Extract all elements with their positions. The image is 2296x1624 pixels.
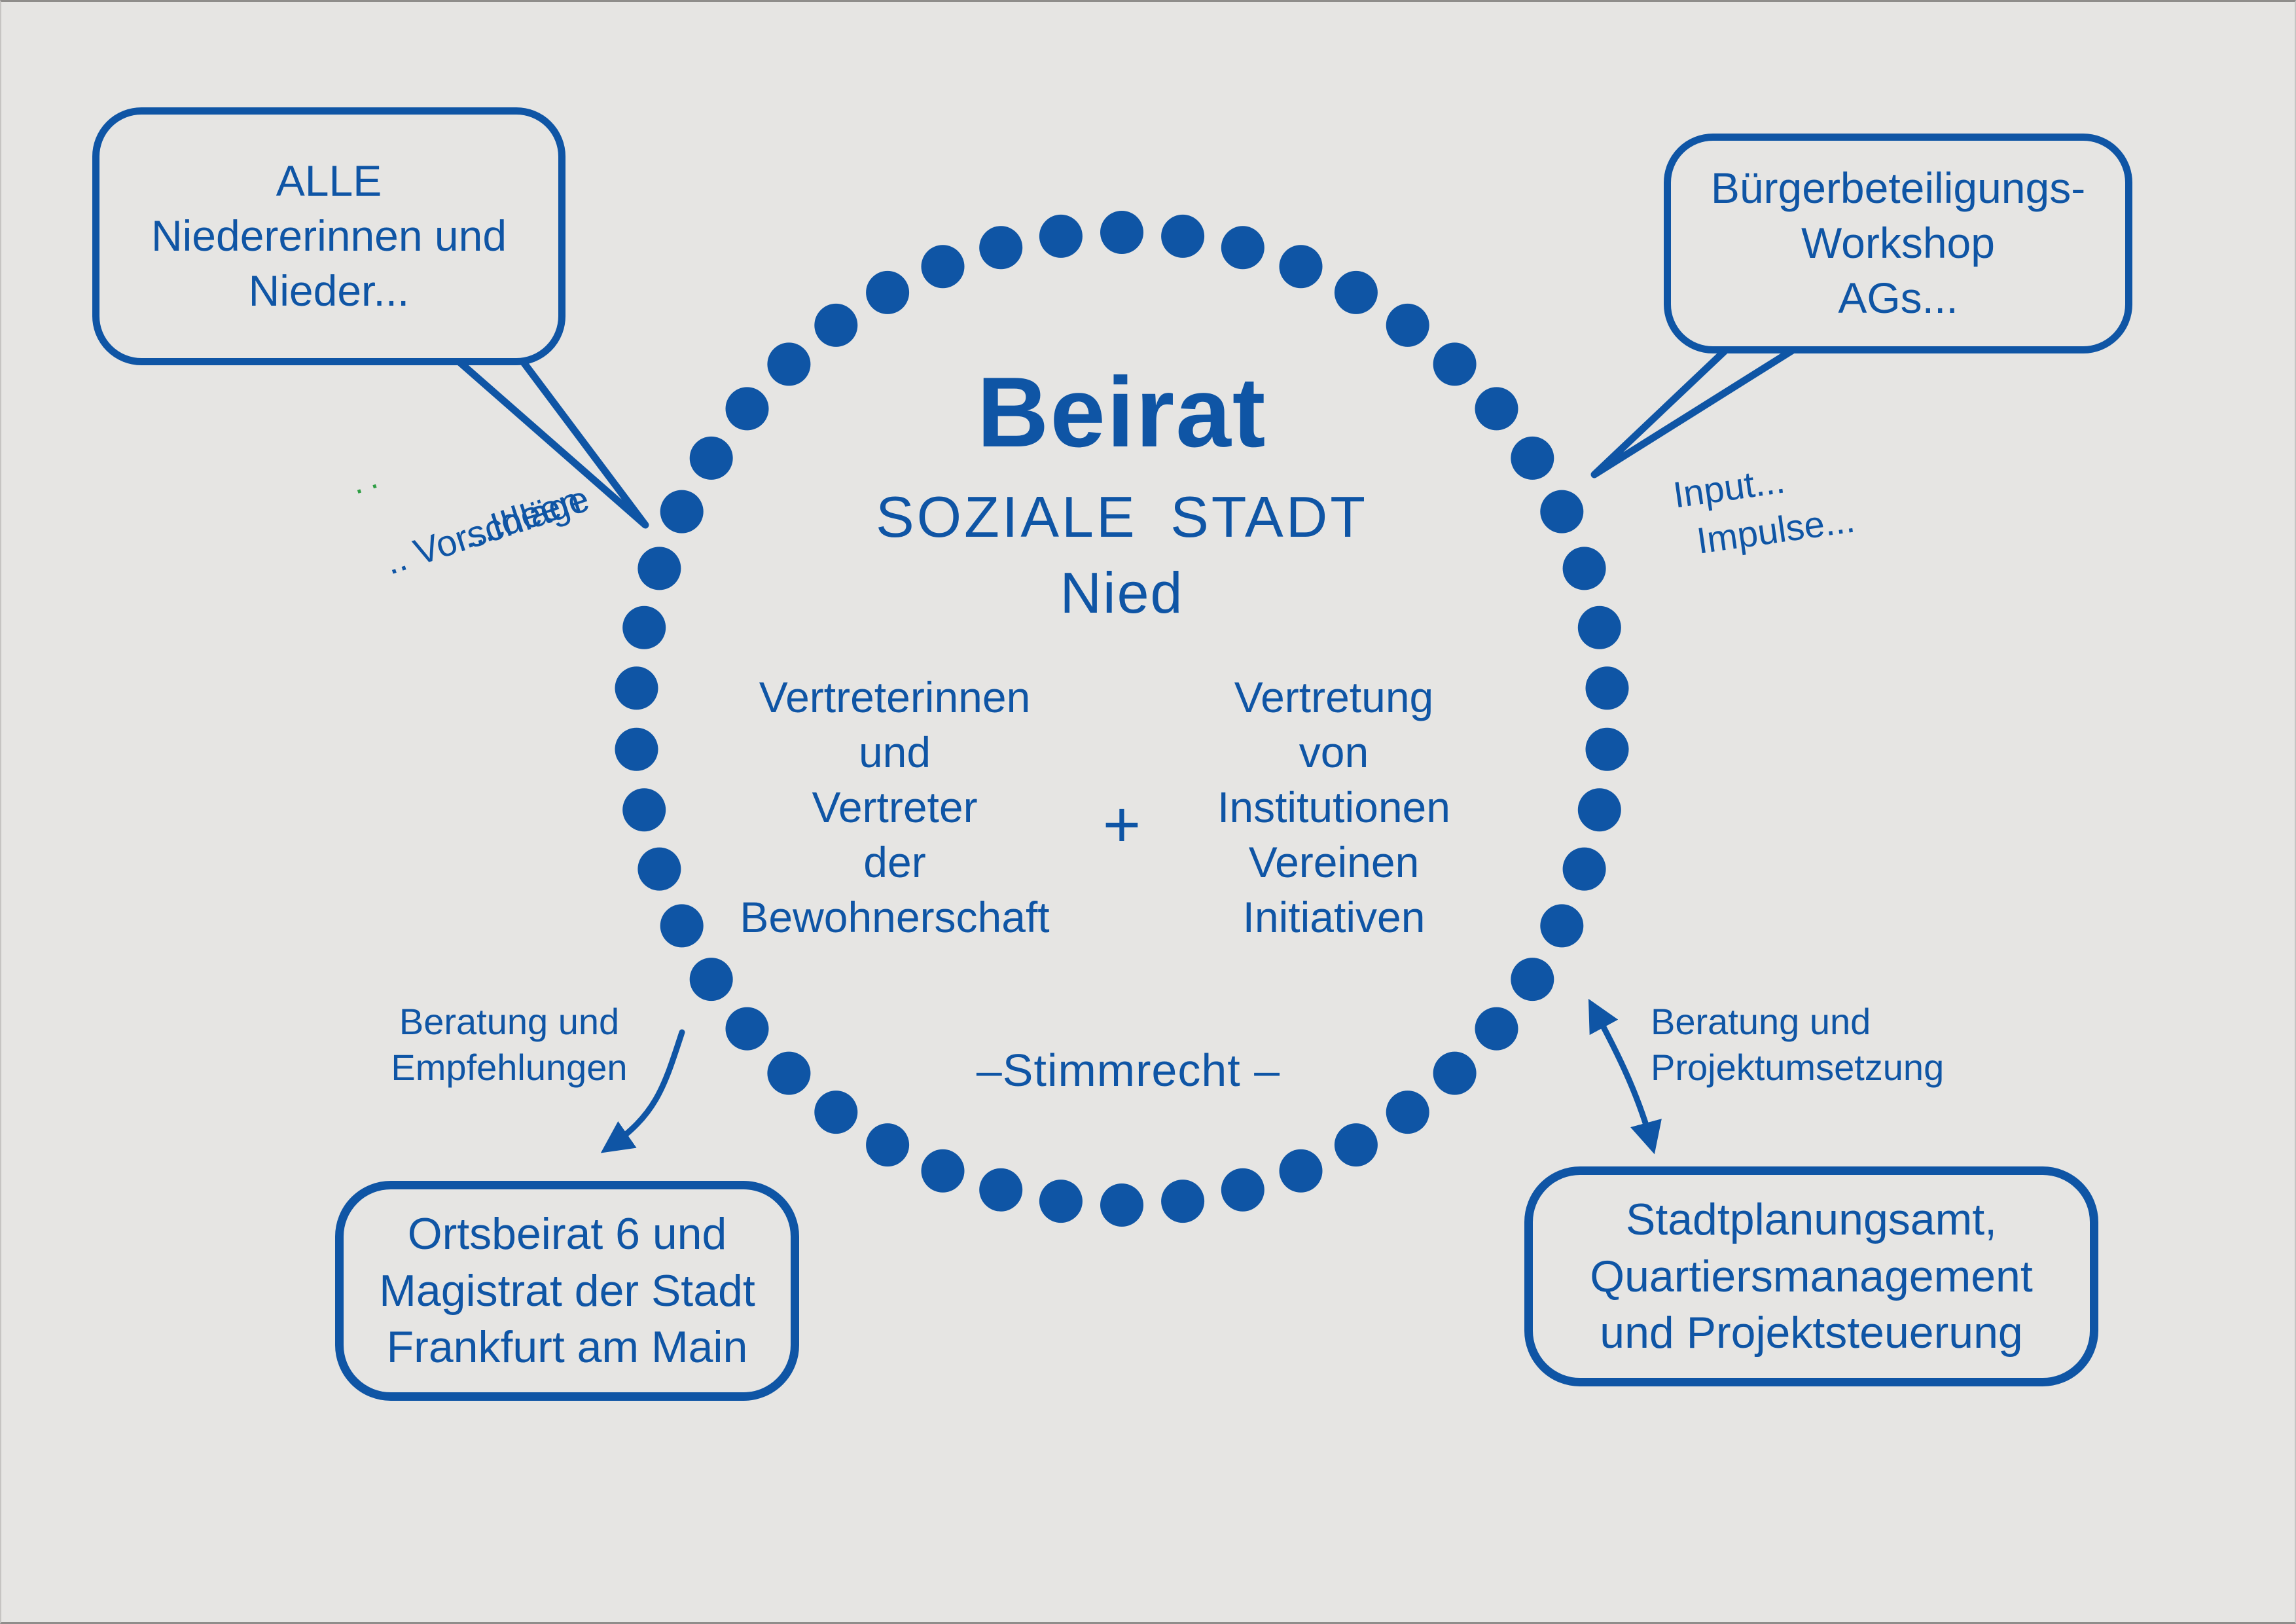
ring-dot (615, 666, 658, 710)
institutions-line: Initiativen (1242, 893, 1426, 941)
ring-dot (979, 226, 1023, 270)
speech-bubble-workshops: Bürgerbeteiligungs- Workshop AGs... (1664, 134, 2132, 353)
bubble-line: Workshop (1801, 219, 1995, 268)
ring-dot (866, 1123, 910, 1167)
ring-dot (1039, 1180, 1083, 1223)
ring-dot (615, 727, 658, 771)
ring-dot (1475, 1007, 1518, 1051)
speech-bubble-residents: ALLE Niedererinnen und Nieder... (92, 107, 565, 365)
institutions-line: Vertretung (1234, 673, 1434, 721)
ring-dot (622, 605, 666, 649)
ring-dot (660, 904, 704, 948)
bubble-line: Niedererinnen und (151, 211, 507, 261)
ring-dot (637, 847, 681, 891)
residents-line: Bewohnerschaft (740, 893, 1050, 941)
plus-sign: + (1102, 788, 1141, 861)
ring-dot (1100, 1183, 1143, 1227)
ring-dot (814, 303, 858, 347)
ring-dot (1475, 387, 1518, 431)
ring-dot (979, 1168, 1023, 1212)
box-line: und Projektsteuerung (1600, 1308, 2023, 1358)
ring-dot (1279, 245, 1323, 289)
ring-dot (725, 387, 769, 431)
institutions-line: Vereinen (1248, 838, 1420, 886)
circle-title: Beirat (977, 357, 1267, 468)
ring-dot (1221, 1168, 1265, 1212)
ring-dot (689, 958, 733, 1001)
ring-dot (1562, 547, 1606, 590)
box-ortsbeirat: Ortsbeirat 6 und Magistrat der Stadt Fra… (335, 1181, 799, 1401)
advice-left-line: Beratung und (399, 1001, 620, 1042)
ring-dot (767, 342, 811, 386)
box-line: Quartiersmanagement (1590, 1251, 2033, 1301)
ring-dot (1386, 303, 1429, 347)
advice-right-line: Beratung und (1651, 1001, 1871, 1042)
dot-circle (615, 211, 1629, 1227)
residents-line: und (858, 728, 931, 776)
ring-dot (921, 245, 965, 289)
ring-dot (1279, 1149, 1323, 1193)
ring-dot (1100, 211, 1143, 254)
advice-arrow-left (600, 1029, 685, 1153)
bubble-line: Nieder... (248, 266, 410, 315)
ring-dot (1221, 226, 1265, 270)
ring-dot (622, 788, 666, 832)
ring-dot (1161, 214, 1205, 258)
residents-line: Vertreterinnen (759, 673, 1031, 721)
advice-arrow-right (1588, 998, 1662, 1155)
circle-region: Nied (1060, 560, 1184, 625)
institutions-line: Institutionen (1217, 783, 1450, 831)
ring-dot (1585, 727, 1629, 771)
bubble-line: ALLE (276, 156, 382, 206)
ring-dot (1039, 214, 1083, 258)
ring-dot (1433, 342, 1477, 386)
institutions-column: Vertretung von Institutionen Vereinen In… (1138, 670, 1530, 945)
residents-column: Vertreterinnen und Vertreter der Bewohne… (698, 670, 1091, 945)
advice-right-line: Projektumsetzung (1651, 1047, 1945, 1088)
bubble-line: Bürgerbeteiligungs- (1710, 164, 2086, 213)
ring-dot (1161, 1180, 1205, 1223)
ring-dot (1386, 1091, 1429, 1134)
ring-dot (814, 1091, 858, 1134)
ring-dot (1577, 605, 1621, 649)
ring-dot (1540, 490, 1584, 533)
ring-dot (1562, 847, 1606, 891)
voting-right-note: –Stimmrecht – (976, 1045, 1281, 1096)
ring-dot (1334, 1123, 1378, 1167)
ring-dot (866, 270, 910, 314)
box-stadtplanungsamt: Stadtplanungsamt, Quartiersmanagement un… (1524, 1166, 2098, 1386)
ring-dot (725, 1007, 769, 1051)
ring-dot (1585, 666, 1629, 710)
residents-line: Vertreter (812, 783, 978, 831)
advice-left-line: Empfehlungen (391, 1047, 628, 1088)
ring-dot (689, 436, 733, 480)
ring-dot (1433, 1051, 1477, 1095)
ring-dot (767, 1051, 811, 1095)
advice-right-label: Beratung und Projektumsetzung (1651, 999, 2070, 1091)
residents-line: der (863, 838, 926, 886)
box-line: Magistrat der Stadt (379, 1265, 755, 1316)
bubble-line: AGs... (1838, 273, 1958, 322)
circle-subtitle: SOZIALE STADT (875, 484, 1369, 549)
box-line: Stadtplanungsamt, (1625, 1195, 1998, 1245)
ring-dot (1511, 436, 1554, 480)
ring-dot (637, 547, 681, 590)
ring-dot (1334, 270, 1378, 314)
box-line: Frankfurt am Main (386, 1322, 748, 1373)
ring-dot (1577, 788, 1621, 832)
advice-left-label: Beratung und Empfehlungen (346, 999, 673, 1091)
institutions-line: von (1299, 728, 1369, 776)
ring-dot (1511, 958, 1554, 1001)
ring-dot (921, 1149, 965, 1193)
box-line: Ortsbeirat 6 und (407, 1209, 727, 1259)
ring-dot (660, 490, 704, 533)
ring-dot (1540, 904, 1584, 948)
